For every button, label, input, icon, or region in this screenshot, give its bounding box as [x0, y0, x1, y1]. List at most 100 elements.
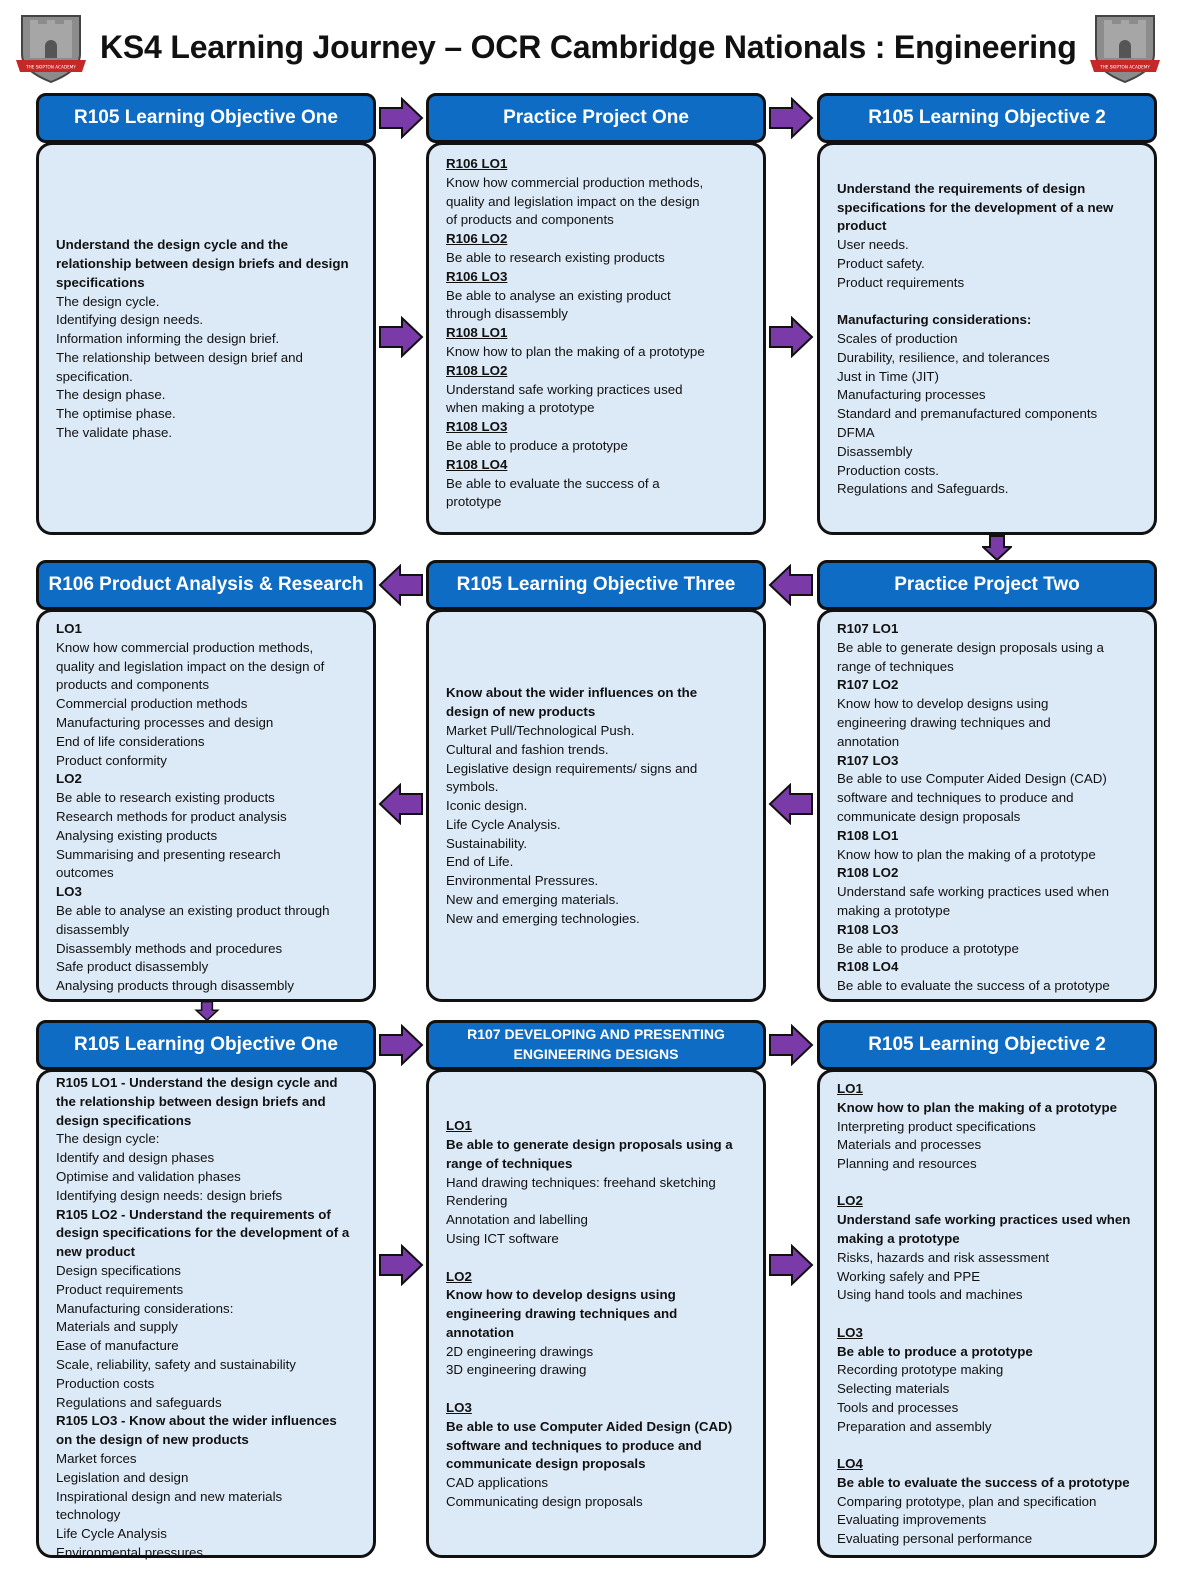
list-item: Planning and resources: [837, 1156, 977, 1172]
section-heading: Manufacturing considerations:: [837, 312, 1032, 328]
list-item: Understand safe working practices used w…: [837, 884, 1109, 900]
list-item: Be able to analyse an existing product: [446, 287, 671, 303]
list-item: Know how to plan the making of a prototy…: [837, 846, 1096, 862]
list-item: technology: [56, 1507, 121, 1523]
list-item: Manufacturing considerations:: [56, 1300, 234, 1316]
list-item: The validate phase.: [56, 425, 173, 441]
header-r105-lo1: R105 Learning Objective One: [36, 93, 376, 143]
list-item: CAD applications: [446, 1475, 548, 1491]
arrow-right-icon: [769, 1244, 814, 1286]
list-item: Identifying design needs: design briefs: [56, 1187, 283, 1203]
list-item: communicate design proposals: [837, 808, 1021, 824]
arrow-left-icon: [378, 783, 423, 825]
section-heading: Be able to produce a prototype: [837, 1343, 1033, 1359]
list-item: Know how to plan the making of a prototy…: [446, 343, 705, 359]
list-item: Interpreting product specifications: [837, 1118, 1036, 1134]
list-item: Using hand tools and machines: [837, 1287, 1023, 1303]
list-item: engineering drawing techniques and: [837, 714, 1051, 730]
header-r105-lo2-b: R105 Learning Objective 2: [817, 1020, 1157, 1070]
list-item: Hand drawing techniques: freehand sketch…: [446, 1174, 716, 1190]
list-item: Inspirational design and new materials: [56, 1488, 283, 1504]
list-item: Product safety.: [837, 255, 925, 271]
section-heading: LO2: [837, 1193, 863, 1209]
arrow-right-icon: [769, 316, 814, 358]
section-heading: R108 LO3: [837, 921, 899, 937]
list-item: Ease of manufacture: [56, 1338, 179, 1354]
section-heading: Understand the requirements of design: [837, 180, 1086, 196]
section-heading: design specifications: [56, 1112, 192, 1128]
list-item: Rendering: [446, 1193, 508, 1209]
list-item: Be able to produce a prototype: [446, 437, 628, 453]
list-item: Product requirements: [56, 1281, 184, 1297]
list-item: Sustainability.: [446, 835, 528, 851]
svg-text:THE SKIPTON ACADEMY: THE SKIPTON ACADEMY: [1099, 65, 1150, 70]
list-item: Communicating design proposals: [446, 1494, 643, 1510]
list-item: Legislation and design: [56, 1469, 189, 1485]
section-heading: communicate design proposals: [446, 1456, 646, 1472]
list-item: Information informing the design brief.: [56, 331, 280, 347]
section-heading: engineering drawing techniques and: [446, 1306, 678, 1322]
section-heading: R105 LO3 - Know about the wider influenc…: [56, 1413, 337, 1429]
list-item: outcomes: [56, 865, 114, 881]
list-item: Know how to develop designs using: [837, 696, 1049, 712]
section-heading: annotation: [446, 1324, 514, 1340]
list-item: User needs.: [837, 237, 909, 253]
list-item: 2D engineering drawings: [446, 1343, 594, 1359]
list-item: Materials and supply: [56, 1319, 178, 1335]
section-heading: Understand safe working practices used w…: [837, 1212, 1131, 1228]
list-item: Regulations and safeguards: [56, 1394, 222, 1410]
list-item: symbols.: [446, 779, 499, 795]
list-item: prototype: [446, 494, 502, 510]
section-heading: R105 LO2 - Understand the requirements o…: [56, 1206, 331, 1222]
list-item: Production costs.: [837, 462, 939, 478]
section-heading: specifications: [56, 274, 145, 290]
list-item: Summarising and presenting research: [56, 846, 281, 862]
list-item: Be able to evaluate the success of a pro…: [837, 978, 1110, 994]
list-item: Know how commercial production methods,: [446, 174, 704, 190]
arrow-right-icon: [379, 1244, 424, 1286]
section-heading: making a prototype: [837, 1231, 960, 1247]
list-item: of products and components: [446, 212, 614, 228]
list-item: products and components: [56, 677, 210, 693]
section-heading: R108 LO4: [446, 456, 508, 472]
list-item: Risks, hazards and risk assessment: [837, 1249, 1050, 1265]
section-heading: Understand the design cycle and the: [56, 237, 289, 253]
content-box-r105-lo1: Understand the design cycle and the relat…: [36, 142, 376, 535]
section-heading: Be able to evaluate the success of a pro…: [837, 1474, 1130, 1490]
list-item: quality and legislation impact on the de…: [446, 193, 700, 209]
list-item: Analysing existing products: [56, 827, 218, 843]
spacer: [837, 1437, 1140, 1455]
section-heading: LO1: [446, 1118, 472, 1134]
section-heading: R108 LO4: [837, 959, 899, 975]
list-item: specification.: [56, 368, 133, 384]
section-heading: relationship between design briefs and d…: [56, 255, 349, 271]
list-item: when making a prototype: [446, 400, 595, 416]
section-heading: R108 LO1: [446, 325, 508, 341]
list-item: Materials and processes: [837, 1137, 982, 1153]
list-item: Optimise and validation phases: [56, 1168, 241, 1184]
header-practice-project-one: Practice Project One: [426, 93, 766, 143]
header-r106-product-analysis: R106 Product Analysis & Research: [36, 560, 376, 610]
section-heading: LO2: [446, 1268, 472, 1284]
header-r107-line2: ENGINEERING DESIGNS: [513, 1046, 679, 1062]
arrow-left-icon: [768, 564, 813, 606]
list-item: Preparation and assembly: [837, 1418, 992, 1434]
header-practice-project-two: Practice Project Two: [817, 560, 1157, 610]
section-heading: LO1: [56, 621, 82, 636]
list-item: Just in Time (JIT): [837, 368, 939, 384]
arrow-right-icon: [769, 97, 814, 139]
list-item: End of Life.: [446, 854, 514, 870]
list-item: Be able to use Computer Aided Design (CA…: [837, 771, 1107, 787]
section-heading: LO3: [837, 1324, 863, 1340]
list-item: Commercial production methods: [56, 696, 248, 712]
section-heading: Know how to plan the making of a prototy…: [837, 1099, 1117, 1115]
list-item: Be able to generate design proposals usi…: [837, 639, 1104, 655]
list-item: Comparing prototype, plan and specificat…: [837, 1493, 1097, 1509]
arrow-down-icon: [982, 535, 1012, 561]
section-heading: product: [837, 218, 887, 234]
list-item: Environmental Pressures.: [446, 873, 599, 889]
list-item: Manufacturing processes: [837, 387, 986, 403]
list-item: Design specifications: [56, 1262, 181, 1278]
list-item: range of techniques: [837, 658, 954, 674]
